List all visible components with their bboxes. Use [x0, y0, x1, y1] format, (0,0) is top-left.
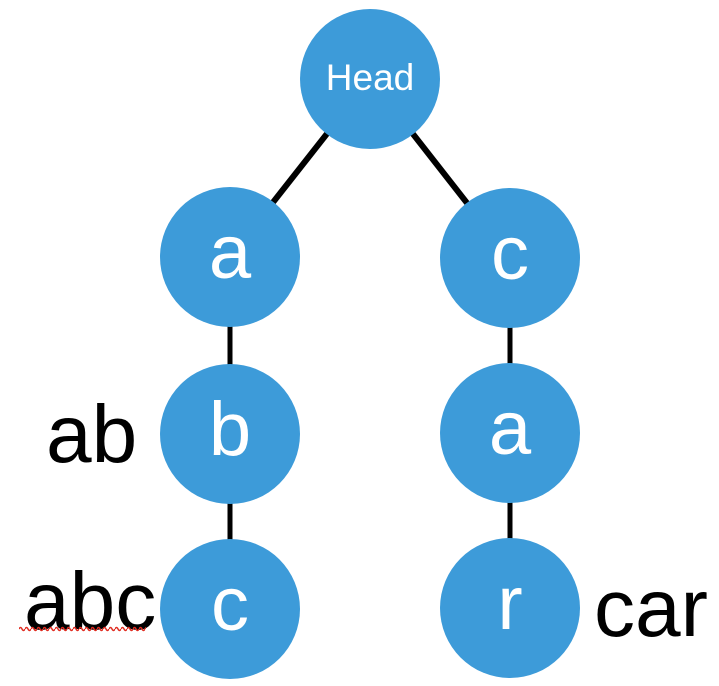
node-head: Head: [300, 9, 440, 149]
node-right-r-label: r: [497, 561, 523, 646]
node-left-a: a: [160, 187, 300, 327]
annotation-ab: ab: [46, 389, 138, 480]
node-left-a-label: a: [208, 210, 252, 295]
node-left-c-label: c: [211, 562, 249, 647]
node-right-a-label: a: [488, 386, 532, 471]
node-right-c-label: c: [491, 211, 529, 296]
node-right-a: a: [440, 363, 580, 503]
node-right-r: r: [440, 538, 580, 678]
node-left-c: c: [160, 539, 300, 679]
node-left-b: b: [160, 364, 300, 504]
node-left-b-label: b: [208, 387, 252, 472]
node-head-label: Head: [325, 56, 415, 98]
annotation-car: car: [594, 563, 708, 654]
node-right-c: c: [440, 188, 580, 328]
spellcheck-squiggle-icon: [19, 625, 146, 633]
